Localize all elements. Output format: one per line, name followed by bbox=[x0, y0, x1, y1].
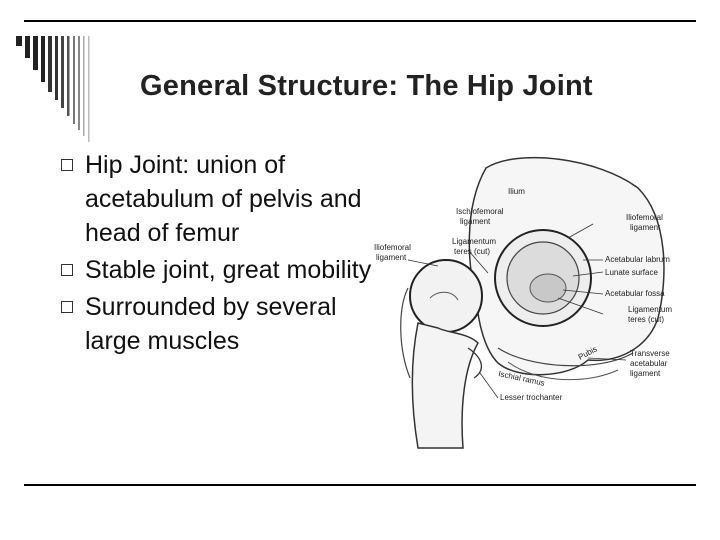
label-ischiofemoral-2: ligament bbox=[460, 217, 491, 226]
slide-title: General Structure: The Hip Joint bbox=[140, 70, 593, 102]
bottom-rule bbox=[24, 484, 696, 486]
bullet-text: Hip Joint: union of acetabulum of pelvis… bbox=[85, 151, 362, 247]
label-iliofemoral-right: Iliofemoral bbox=[626, 213, 663, 222]
label-ligamentum-teres: Ligamentum bbox=[452, 237, 496, 246]
checkbox-bullet-icon bbox=[61, 264, 73, 276]
label-ligamentum-teres-right: Ligamentum bbox=[628, 305, 672, 314]
label-iliofemoral-left: Iliofemoral bbox=[374, 243, 411, 252]
label-iliofemoral-right-2: ligament bbox=[630, 223, 661, 232]
label-acetabular-labrum: Acetabular labrum bbox=[605, 255, 670, 264]
label-ligamentum-teres-2: teres (cut) bbox=[454, 247, 490, 256]
label-ligamentum-teres-right-2: teres (cut) bbox=[628, 315, 664, 324]
label-transverse: Transverse bbox=[630, 349, 670, 358]
bullet-text: Stable joint, great mobility bbox=[85, 256, 372, 284]
label-lesser-trochanter: Lesser trochanter bbox=[500, 393, 563, 402]
bullet-item: Surrounded by several large muscles bbox=[60, 290, 380, 358]
top-rule bbox=[24, 20, 696, 22]
label-transverse-2: acetabular bbox=[630, 359, 668, 368]
label-transverse-3: ligament bbox=[630, 369, 661, 378]
bullet-item: Hip Joint: union of acetabulum of pelvis… bbox=[60, 148, 380, 250]
label-lunate-surface: Lunate surface bbox=[605, 268, 658, 277]
checkbox-bullet-icon bbox=[61, 159, 73, 171]
checkbox-bullet-icon bbox=[61, 301, 73, 313]
label-ischiofemoral: Ischiofemoral bbox=[456, 207, 504, 216]
label-iliofemoral-left-2: ligament bbox=[376, 253, 407, 262]
label-acetabular-fossa: Acetabular fossa bbox=[605, 289, 665, 298]
bullet-item: Stable joint, great mobility bbox=[60, 253, 380, 287]
label-ilium: Ilium bbox=[508, 187, 525, 196]
bullet-text: Surrounded by several large muscles bbox=[85, 293, 337, 355]
bullet-list: Hip Joint: union of acetabulum of pelvis… bbox=[60, 148, 380, 361]
hip-joint-illustration: Ilium Ischiofemoral ligament Iliofemoral… bbox=[374, 156, 672, 449]
decorative-stripes bbox=[16, 36, 90, 142]
